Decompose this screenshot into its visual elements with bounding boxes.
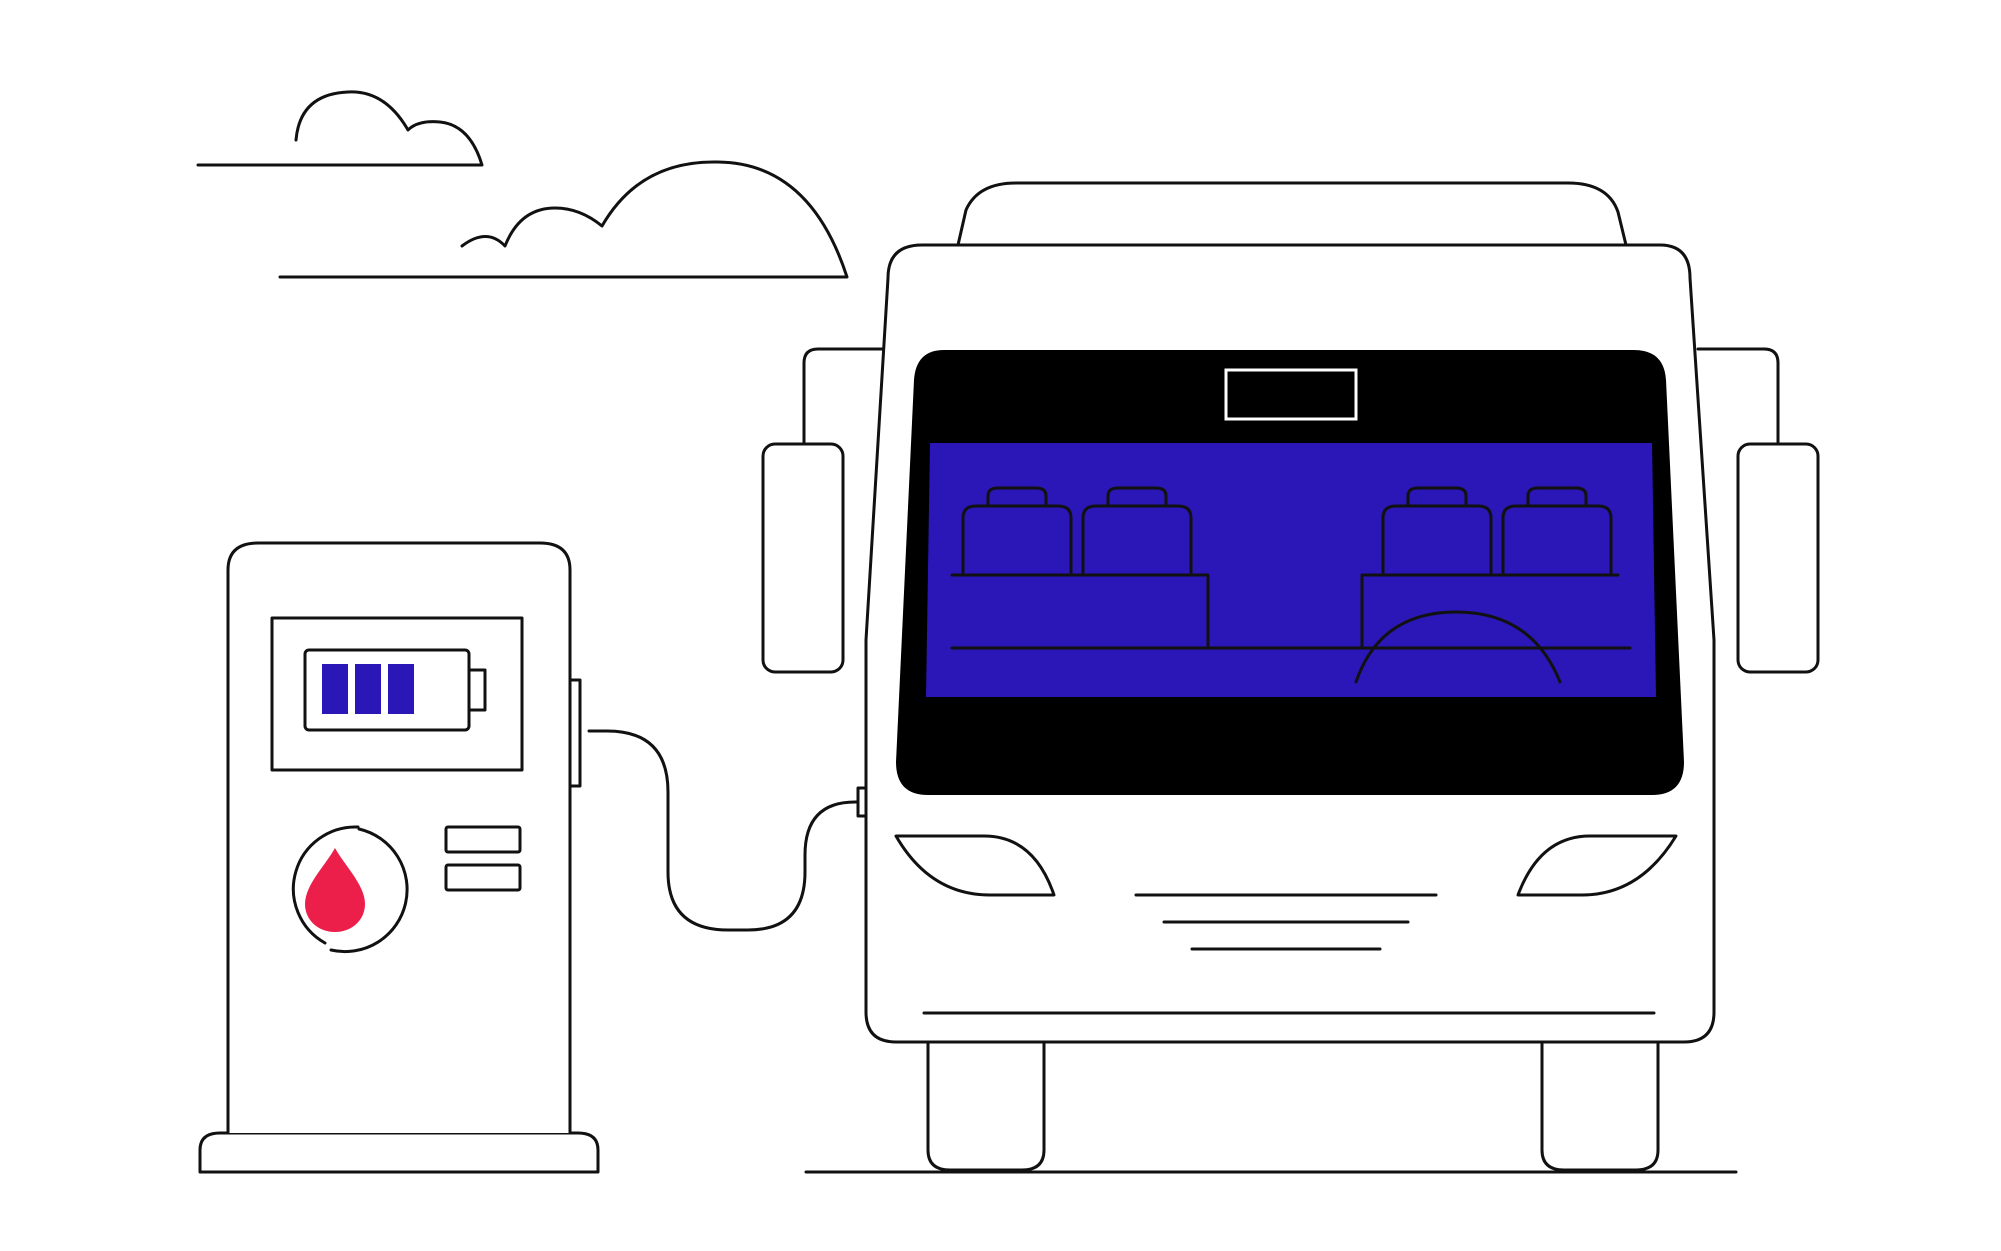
right-mirror-arm [1696, 347, 1780, 446]
battery-bar [355, 664, 381, 714]
battery-icon [303, 648, 487, 732]
seat-headrest [986, 486, 1048, 508]
battery-bars [322, 664, 414, 714]
bus [761, 181, 1820, 1172]
nozzle-holster [568, 678, 582, 788]
battery-bar [388, 664, 414, 714]
left-wheel [926, 1038, 1046, 1172]
left-headlight [894, 834, 1056, 897]
charging-cable [587, 729, 860, 932]
battery-bar [322, 664, 348, 714]
steering-wheel [1354, 610, 1562, 684]
destination-sign [1224, 368, 1358, 421]
battery-terminal [467, 668, 487, 712]
right-seat-bench [1360, 573, 1620, 650]
station-base [198, 1131, 600, 1174]
left-mirror [761, 442, 845, 674]
seat [1081, 504, 1193, 577]
clouds [196, 90, 849, 279]
seat-headrest [1106, 486, 1168, 508]
right-mirror [1736, 442, 1820, 674]
seat-headrest [1406, 486, 1468, 508]
station-button-bottom[interactable] [444, 863, 522, 892]
left-seat-bench [950, 573, 1210, 650]
right-headlight [1516, 834, 1678, 897]
bus-roof [956, 181, 1628, 246]
left-mirror-arm [802, 347, 886, 446]
right-wheel [1540, 1038, 1660, 1172]
front-grille [1134, 893, 1438, 951]
bus-seats [950, 486, 1632, 684]
cloud-small [196, 90, 484, 167]
cloud-large [278, 160, 849, 279]
charging-station [198, 541, 600, 1174]
seat [961, 504, 1073, 577]
fuel-drop-shape [305, 848, 365, 932]
fuel-icon-ring [291, 825, 360, 945]
seat-headrest [1526, 486, 1588, 508]
fuel-drop-icon [291, 825, 409, 954]
station-button-top[interactable] [444, 825, 522, 854]
seat [1501, 504, 1613, 577]
seat [1381, 504, 1493, 577]
fuel-icon-ring-arc [329, 827, 409, 954]
